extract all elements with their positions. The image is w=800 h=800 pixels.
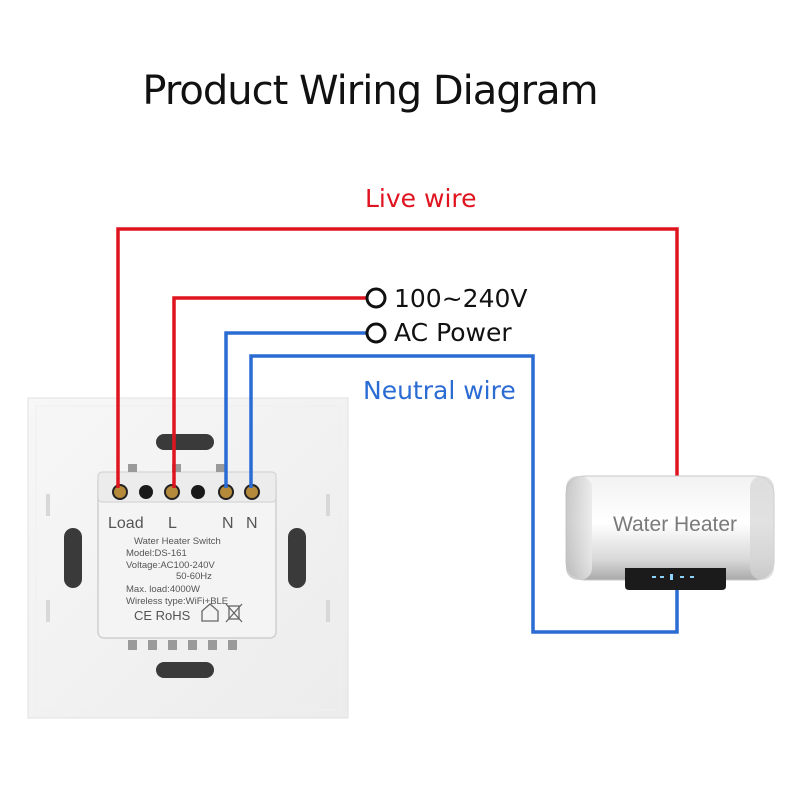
house-icon: [201, 603, 219, 622]
neutral-wires: [224, 331, 679, 634]
terminal-neutral-label-1: N: [222, 515, 234, 532]
switch-info-wireless: Wireless type:WiFi+BLE: [126, 596, 228, 607]
page-title: Product Wiring Diagram: [142, 68, 598, 114]
live-wire-label: Live wire: [365, 184, 477, 213]
water-heater-label: Water Heater: [613, 513, 737, 536]
cert-marks-text: CE RoHS: [134, 608, 191, 623]
switch-info-voltage: Voltage:AC100-240V: [126, 560, 215, 571]
recycle-bin-icon: [225, 603, 243, 623]
heater-control-panel: [625, 568, 726, 590]
switch-info-name: Water Heater Switch: [134, 536, 221, 547]
power-terminal-circles: [365, 287, 387, 344]
terminal-load-label: Load: [108, 515, 144, 532]
voltage-label: 100~240V: [394, 284, 528, 313]
water-heater: Water Heater: [565, 475, 775, 590]
switch-module: Load L N N Water Heater Switch Model:DS-…: [97, 464, 277, 650]
terminal-live-label: L: [168, 515, 177, 532]
ac-power-label: AC Power: [394, 318, 512, 347]
live-wires: [116, 227, 679, 488]
terminal-neutral-label-2: N: [246, 515, 258, 532]
switch-info-model: Model:DS-161: [126, 548, 187, 559]
neutral-wire-label: Neutral wire: [363, 376, 516, 405]
switch-info-load: Max. load:4000W: [126, 584, 200, 595]
switch-info-frequency: 50-60Hz: [176, 571, 212, 582]
